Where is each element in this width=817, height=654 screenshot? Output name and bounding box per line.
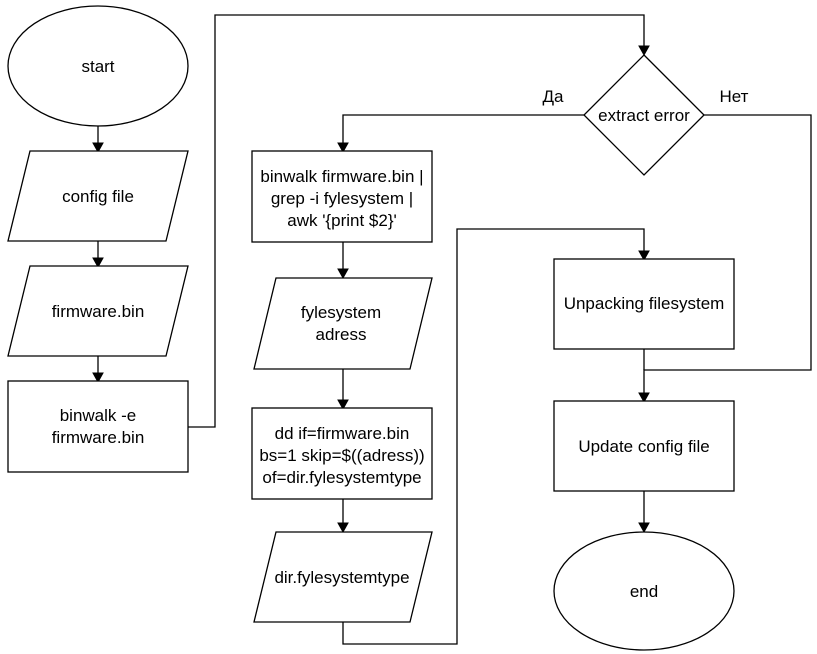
end-label: end: [630, 582, 658, 601]
filesystem-address-line-2: adress: [315, 325, 366, 344]
extract-error-diamond: [583, 54, 705, 176]
binwalk-extract-box: [7, 380, 189, 473]
update-config-label: Update config file: [578, 437, 709, 456]
arrowhead-update-config: [638, 392, 650, 404]
node-binwalk-grep: binwalk firmware.bin | grep -i fylesyste…: [251, 150, 433, 243]
branch-yes-label: Да: [543, 87, 565, 106]
arrowhead-firmware-bin: [92, 257, 104, 269]
binwalk-extract-line-1: binwalk -e: [60, 406, 137, 425]
edges: [92, 14, 812, 645]
firmware-bin-label: firmware.bin: [52, 302, 145, 321]
node-extract-error: extract error: [583, 54, 705, 176]
edge-binwalk-to-decision: [188, 14, 645, 428]
node-filesystem-address: fylesystem adress: [253, 277, 433, 370]
arrowhead-filesystem-address: [337, 268, 349, 280]
arrowhead-dd-command: [337, 399, 349, 411]
node-dd-command: dd if=firmware.bin bs=1 skip=$((adress))…: [251, 407, 433, 500]
node-dir-filesystem-type: dir.fylesystemtype: [253, 531, 433, 623]
arrowhead-unpacking: [638, 250, 650, 262]
arrowhead-config-file: [92, 142, 104, 154]
edge-decision-no: [643, 114, 812, 395]
start-terminator: [7, 5, 189, 127]
edge-dir-to-unpacking: [342, 228, 645, 645]
node-firmware-bin: firmware.bin: [7, 265, 189, 357]
dd-command-box: [251, 407, 433, 500]
binwalk-grep-line-2: grep -i fylesystem |: [271, 189, 413, 208]
dir-filesystem-label: dir.fylesystemtype: [274, 568, 409, 587]
filesystem-address-parallelogram: [253, 277, 433, 370]
extract-error-label: extract error: [598, 106, 690, 125]
node-binwalk-extract: binwalk -e firmware.bin: [7, 380, 189, 473]
arrowhead-dir-filesystem: [337, 522, 349, 534]
dir-filesystem-parallelogram: [253, 531, 433, 623]
end-terminator: [553, 531, 735, 651]
dd-command-line-1: dd if=firmware.bin: [275, 424, 410, 443]
filesystem-address-line-1: fylesystem: [301, 303, 381, 322]
arrowhead-binwalk-grep: [337, 142, 349, 154]
dd-command-line-2: bs=1 skip=$((adress)): [259, 446, 424, 465]
node-update-config: Update config file: [553, 400, 735, 492]
binwalk-grep-line-3: awk '{print $2}': [287, 211, 397, 230]
edge-decision-yes: [342, 114, 584, 145]
config-file-parallelogram: [7, 150, 189, 242]
firmware-bin-parallelogram: [7, 265, 189, 357]
binwalk-grep-line-1: binwalk firmware.bin |: [260, 167, 423, 186]
arrowhead-decision: [638, 45, 650, 57]
dd-command-line-3: of=dir.fylesystemtype: [262, 468, 421, 487]
node-unpacking-filesystem: Unpacking filesystem: [553, 258, 735, 350]
binwalk-extract-line-2: firmware.bin: [52, 428, 145, 447]
start-label: start: [81, 57, 114, 76]
branch-no-label: Нет: [720, 87, 749, 106]
node-start: start: [7, 5, 189, 127]
binwalk-grep-box: [251, 150, 433, 243]
unpacking-filesystem-box: [553, 258, 735, 350]
config-file-label: config file: [62, 187, 134, 206]
arrowhead-end: [638, 522, 650, 534]
node-end: end: [553, 531, 735, 651]
unpacking-filesystem-label: Unpacking filesystem: [564, 294, 725, 313]
node-config-file: config file: [7, 150, 189, 242]
update-config-box: [553, 400, 735, 492]
arrowhead-binwalk-extract: [92, 372, 104, 384]
